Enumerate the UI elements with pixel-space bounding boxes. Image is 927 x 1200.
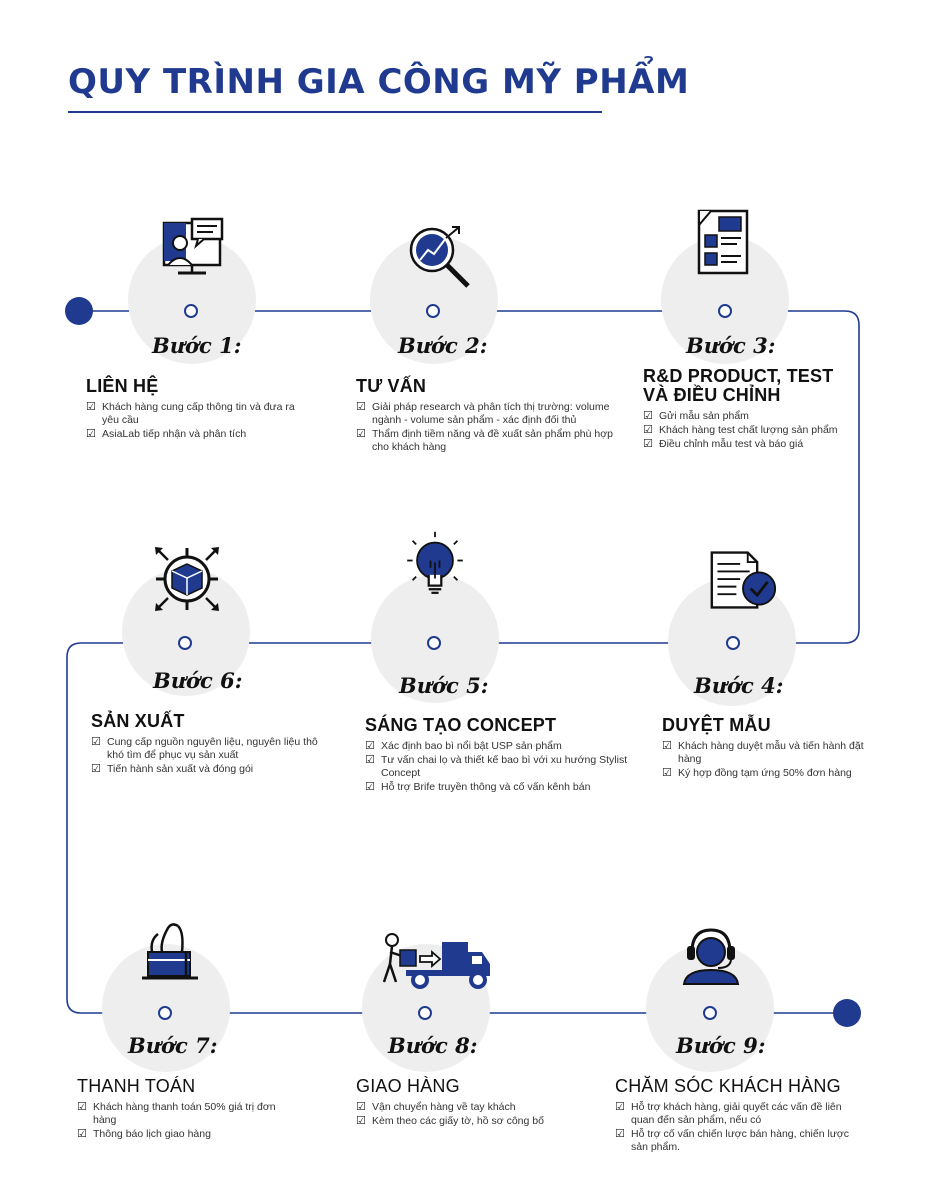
- step-1-content: LIÊN HỆ Khách hàng cung cấp thông tin và…: [86, 377, 306, 442]
- magnifier-chart-icon: [409, 226, 470, 288]
- step-1-title: LIÊN HỆ: [86, 376, 159, 396]
- step-7-item: Khách hàng thanh toán 50% giá trị đơn hà…: [77, 1100, 293, 1127]
- step-3-item: Gửi mẫu sản phẩm: [643, 409, 863, 423]
- lightbulb-icon: [407, 531, 463, 594]
- step-1-item: Khách hàng cung cấp thông tin và đưa ra …: [86, 400, 306, 427]
- step-3-node: [718, 304, 732, 318]
- timeline-end-dot: [833, 999, 861, 1027]
- document-report-icon: [697, 209, 749, 275]
- step-2-node: [426, 304, 440, 318]
- step-7-content: THANH TOÁN Khách hàng thanh toán 50% giá…: [77, 1077, 317, 1142]
- step-1-item: AsiaLab tiếp nhận và phân tích: [86, 427, 306, 441]
- step-6-item: Tiến hành sản xuất và đóng gói: [91, 762, 327, 776]
- step-8-content: GIAO HÀNG Vận chuyển hàng về tay khách K…: [356, 1077, 596, 1129]
- step-4-content: DUYỆT MẪU Khách hàng duyệt mẫu và tiến h…: [662, 716, 877, 781]
- step-9-label: Bước 9:: [676, 1033, 766, 1058]
- step-5-node: [427, 636, 441, 650]
- step-5-title: SÁNG TẠO CONCEPT: [365, 715, 557, 735]
- document-check-icon: [710, 551, 777, 609]
- step-9-node: [703, 1006, 717, 1020]
- presentation-chat-icon: [162, 217, 224, 275]
- step-4-item: Ký hợp đồng tạm ứng 50% đơn hàng: [662, 766, 877, 780]
- step-9-content: CHĂM SÓC KHÁCH HÀNG Hỗ trợ khách hàng, g…: [615, 1077, 860, 1155]
- step-3-item: Điều chỉnh mẫu test và báo giá: [643, 437, 863, 451]
- step-7-label: Bước 7:: [128, 1033, 218, 1058]
- step-5-label: Bước 5:: [399, 673, 489, 698]
- step-2-label: Bước 2:: [398, 333, 488, 358]
- step-7-node: [158, 1006, 172, 1020]
- step-8-title: GIAO HÀNG: [356, 1076, 460, 1096]
- step-6-item: Cung cấp nguồn nguyên liệu, nguyên liệu …: [91, 735, 327, 762]
- step-6-title: SẢN XUẤT: [91, 711, 185, 731]
- box-target-icon: [155, 547, 219, 611]
- step-2-item: Thẩm định tiềm năng và đề xuất sản phẩm …: [356, 427, 628, 454]
- step-1-node: [184, 304, 198, 318]
- step-4-item: Khách hàng duyệt mẫu và tiến hành đặt hà…: [662, 739, 877, 766]
- step-6-label: Bước 6:: [153, 668, 243, 693]
- timeline-start-dot: [65, 297, 93, 325]
- step-9-title: CHĂM SÓC KHÁCH HÀNG: [615, 1076, 841, 1096]
- step-7-title: THANH TOÁN: [77, 1076, 196, 1096]
- step-2-title: TƯ VẤN: [356, 376, 427, 396]
- step-6-content: SẢN XUẤT Cung cấp nguồn nguyên liệu, ngu…: [91, 712, 327, 777]
- step-5-item: Xác định bao bì nổi bật USP sản phẩm: [365, 739, 637, 753]
- step-9-item: Hỗ trợ khách hàng, giải quyết các vấn đề…: [615, 1100, 860, 1127]
- headset-support-icon: [682, 928, 740, 985]
- step-4-label: Bước 4:: [694, 673, 784, 698]
- step-8-item: Kèm theo các giấy tờ, hồ sơ công bố: [356, 1114, 596, 1128]
- delivery-truck-icon: [382, 933, 490, 989]
- step-6-node: [178, 636, 192, 650]
- step-9-item: Hỗ trợ cố vấn chiến lược bán hàng, chiến…: [615, 1127, 860, 1154]
- title-underline: [68, 111, 602, 113]
- step-8-item: Vận chuyển hàng về tay khách: [356, 1100, 596, 1114]
- step-5-item: Tư vấn chai lọ và thiết kế bao bì với xu…: [365, 753, 637, 780]
- step-3-label: Bước 3:: [686, 333, 776, 358]
- card-payment-icon: [142, 923, 198, 980]
- step-4-node: [726, 636, 740, 650]
- step-3-title: R&D PRODUCT, TEST VÀ ĐIỀU CHỈNH: [643, 366, 834, 405]
- step-7-item: Thông báo lịch giao hàng: [77, 1127, 317, 1141]
- step-8-label: Bước 8:: [388, 1033, 478, 1058]
- step-8-node: [418, 1006, 432, 1020]
- step-2-content: TƯ VẤN Giải pháp research và phân tích t…: [356, 377, 628, 455]
- step-5-item: Hỗ trợ Brife truyền thông và cố vấn kênh…: [365, 780, 637, 794]
- step-5-content: SÁNG TẠO CONCEPT Xác định bao bì nổi bật…: [365, 716, 637, 795]
- step-1-label: Bước 1:: [152, 333, 242, 358]
- step-2-item: Giải pháp research và phân tích thị trườ…: [356, 400, 628, 427]
- step-3-content: R&D PRODUCT, TEST VÀ ĐIỀU CHỈNH Gửi mẫu …: [643, 367, 863, 452]
- step-3-item: Khách hàng test chất lượng sản phẩm: [643, 423, 863, 437]
- page-title: QUY TRÌNH GIA CÔNG MỸ PHẨM: [68, 62, 690, 102]
- step-4-title: DUYỆT MẪU: [662, 715, 771, 735]
